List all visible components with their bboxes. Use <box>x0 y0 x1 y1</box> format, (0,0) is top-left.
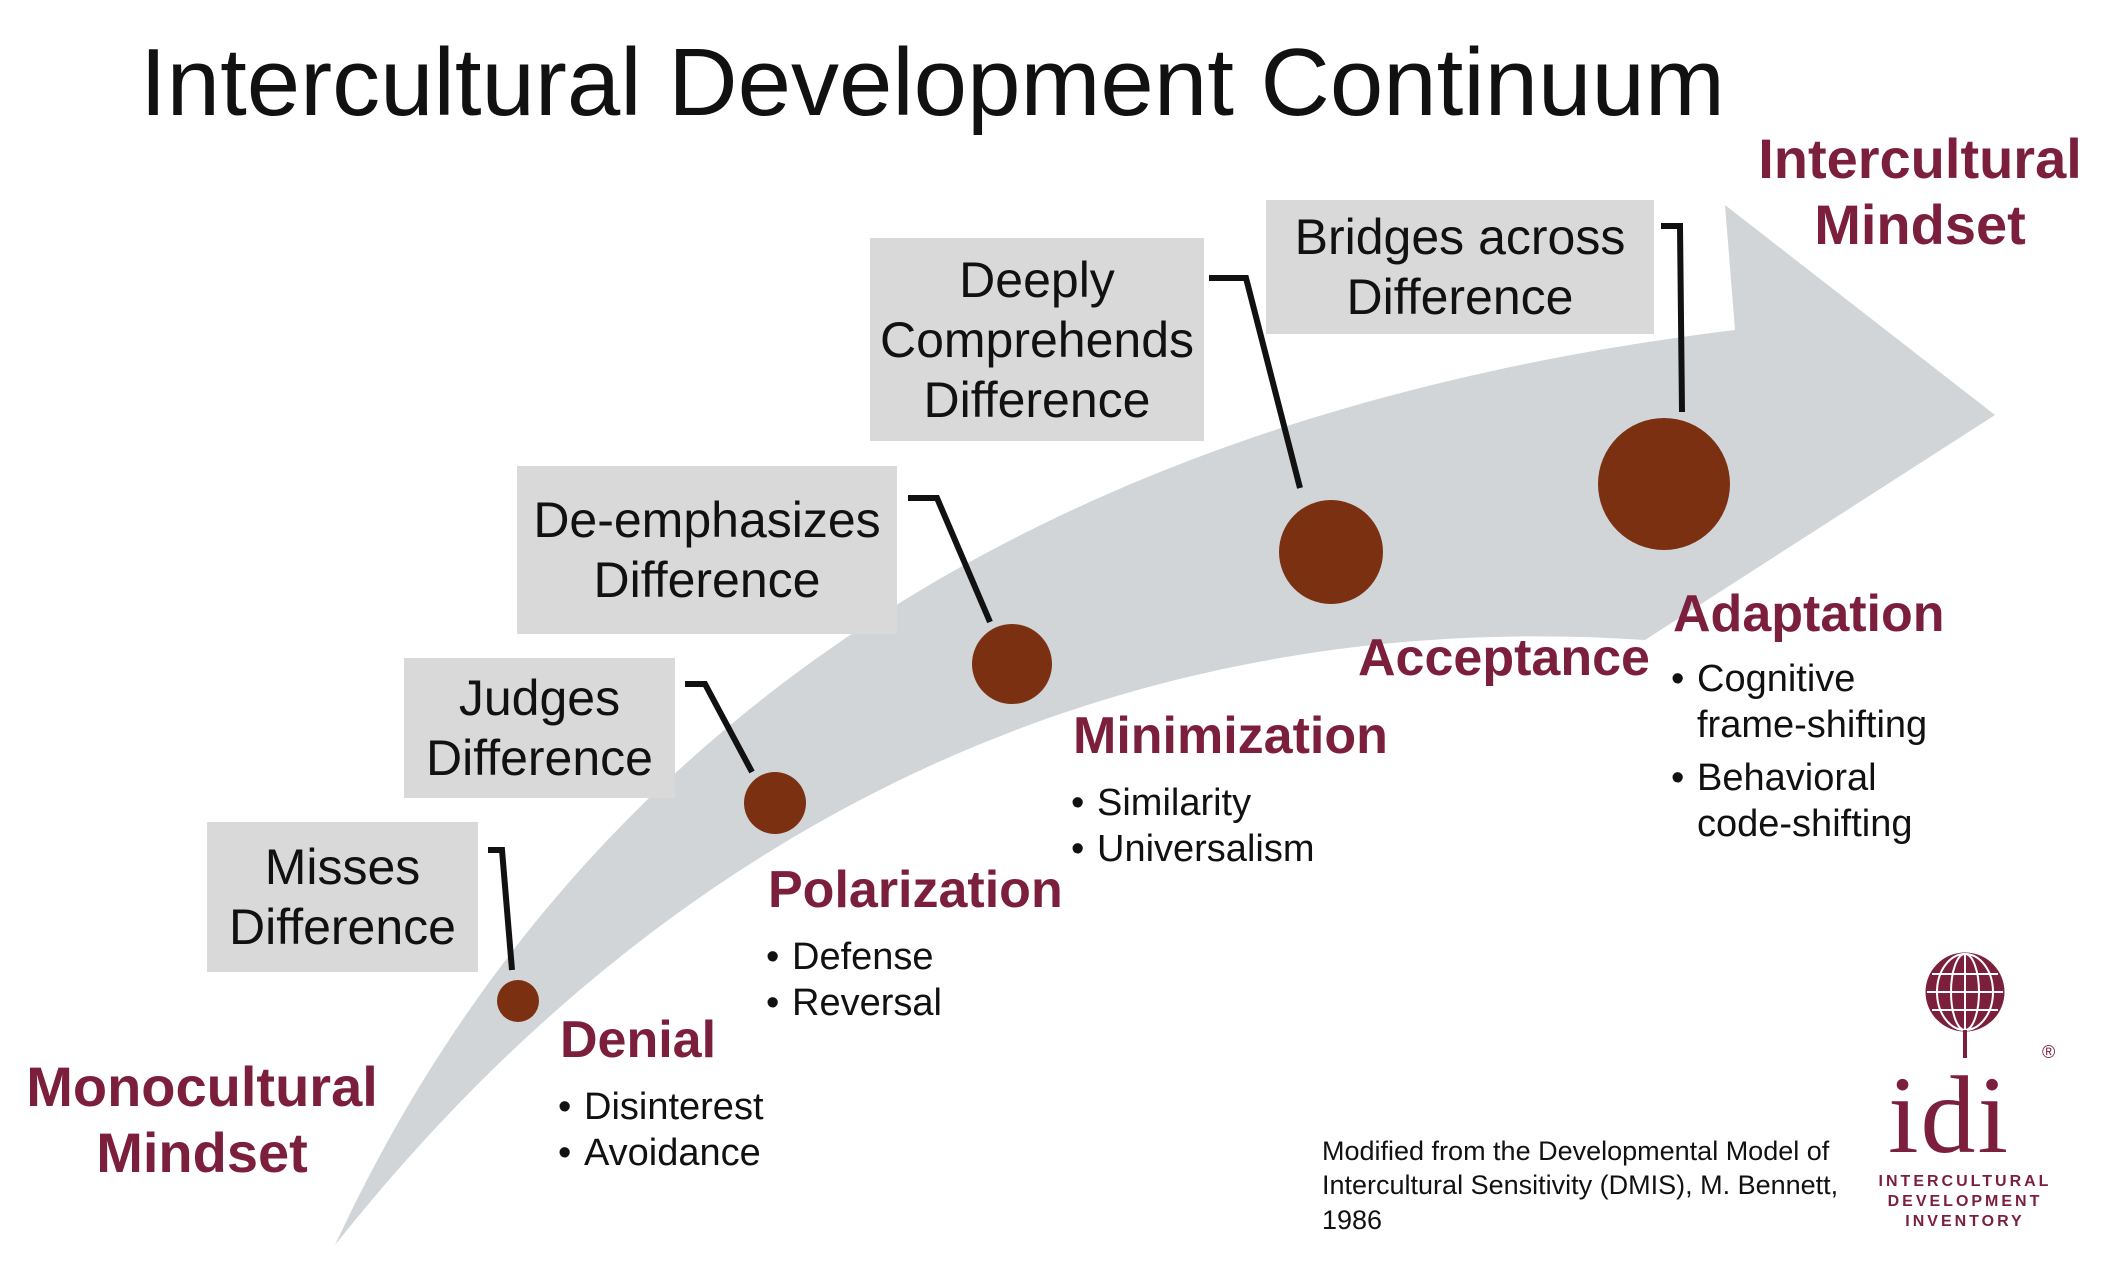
denial-bullets: Disinterest Avoidance <box>558 1084 764 1177</box>
stage-dot-denial <box>497 980 539 1022</box>
box-bridges-across-difference: Bridges across Difference <box>1266 200 1654 334</box>
box-misses-difference: Misses Difference <box>207 822 478 972</box>
stage-dot-adaptation <box>1598 418 1730 550</box>
connector-line-2 <box>685 681 755 774</box>
credit-note: Modified from the Developmental Model of… <box>1322 1136 1839 1235</box>
bullet-item: Universalism <box>1071 826 1314 873</box>
box-judges-difference: Judges Difference <box>404 658 675 798</box>
connector-line-1 <box>488 847 515 971</box>
stage-dot-minimization <box>972 624 1052 704</box>
globe-icon <box>1925 952 2005 1058</box>
idi-logo: idi ® INTERCULTURAL DEVELOPMENT INVENTOR… <box>1870 950 2060 1240</box>
bullet-item: Defense <box>766 934 942 981</box>
adaptation-bullets: Cognitive frame-shifting Behavioral code… <box>1671 656 1927 847</box>
stage-dot-polarization <box>744 772 806 834</box>
stage-label-denial: Denial <box>560 1011 717 1069</box>
arrow-body <box>335 205 1995 1245</box>
polarization-bullets: Defense Reversal <box>766 934 942 1027</box>
monocultural-mindset-label: Monocultural Mindset <box>26 1055 378 1184</box>
connector-line-5 <box>1661 223 1685 413</box>
bullet-item: Cognitive frame-shifting <box>1671 656 1927 749</box>
bullet-item: Similarity <box>1071 780 1314 827</box>
stage-dot-acceptance <box>1279 500 1383 604</box>
box-deeply-comprehends-difference: Deeply Comprehends Difference <box>870 238 1204 441</box>
connector-line-3 <box>908 495 993 624</box>
bullet-item: Avoidance <box>558 1130 764 1177</box>
diagram-title: Intercultural Development Continuum <box>140 29 1725 136</box>
connector-line-4 <box>1209 275 1303 489</box>
bullet-item: Behavioral code-shifting <box>1671 755 1927 848</box>
logo-text: INTERCULTURAL DEVELOPMENT INVENTORY <box>1878 1173 2052 1230</box>
intercultural-mindset-label: Intercultural Mindset <box>1758 127 2082 256</box>
box-de-emphasizes-difference: De-emphasizes Difference <box>517 466 897 634</box>
stage-label-minimization: Minimization <box>1073 707 1388 765</box>
stage-label-acceptance: Acceptance <box>1358 629 1650 687</box>
bullet-item: Reversal <box>766 980 942 1027</box>
minimization-bullets: Similarity Universalism <box>1071 780 1314 873</box>
logo-letters: idi <box>1888 1054 2011 1176</box>
stage-label-polarization: Polarization <box>768 861 1063 919</box>
registered-mark: ® <box>2042 1042 2056 1062</box>
stage-label-adaptation: Adaptation <box>1673 585 1945 643</box>
bullet-item: Disinterest <box>558 1084 764 1131</box>
